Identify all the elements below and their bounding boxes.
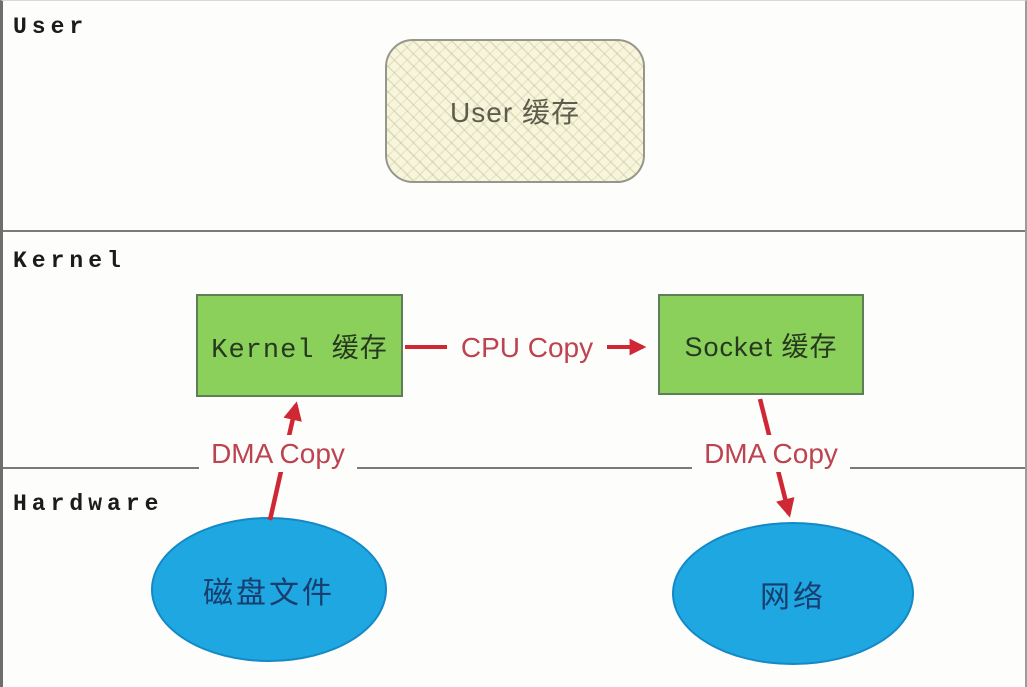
socket-buffer-label: Socket 缓存	[684, 332, 838, 362]
network-node: 网络	[672, 522, 914, 665]
disk-file-label: 磁盘文件	[203, 576, 335, 610]
kernel-buffer-label: Kernel 缓存	[211, 335, 388, 366]
kernel-buffer-node: Kernel 缓存	[196, 294, 403, 397]
network-label: 网络	[760, 580, 826, 614]
socket-buffer-node: Socket 缓存	[658, 294, 864, 395]
user-buffer-label: User 缓存	[450, 97, 580, 128]
disk-file-node: 磁盘文件	[151, 517, 387, 662]
user-buffer-node: User 缓存	[385, 39, 645, 183]
dma-copy-right-label: DMA Copy	[692, 435, 850, 472]
layer-label-user: User	[13, 14, 89, 40]
layer-label-kernel: Kernel	[13, 248, 126, 274]
cpu-copy-label: CPU Copy	[447, 329, 607, 366]
kernel-hardware-divider	[3, 467, 1025, 469]
layer-label-hardware: Hardware	[13, 491, 164, 517]
dma-copy-left-label: DMA Copy	[199, 435, 357, 472]
user-kernel-divider	[3, 230, 1025, 232]
